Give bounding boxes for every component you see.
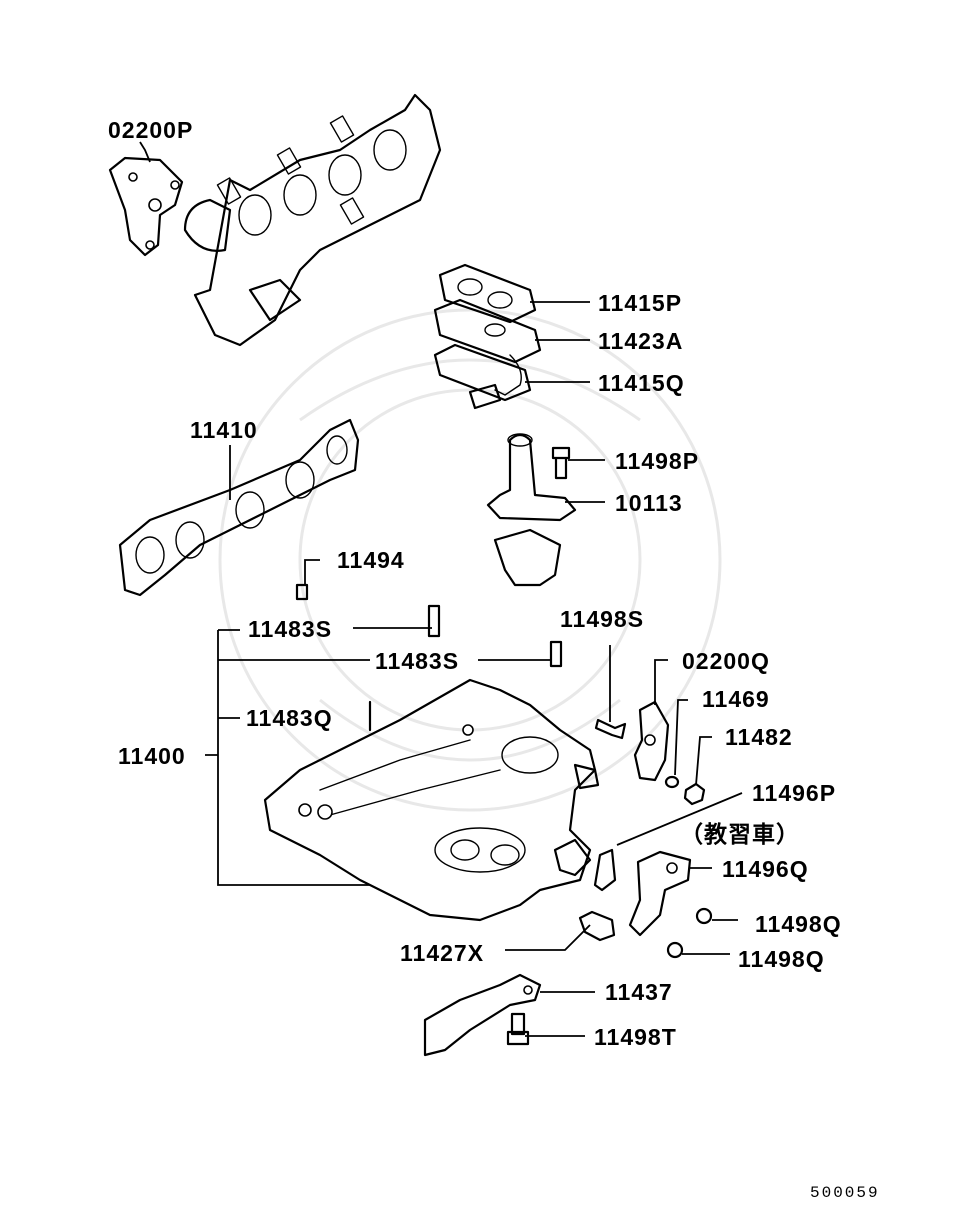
bracket-11496P-drawing: [593, 848, 617, 892]
bolt-11498S-drawing: [594, 718, 627, 740]
label-11482: 11482: [725, 724, 793, 750]
bolt-11498T-drawing: [506, 1012, 530, 1046]
label-11498T: 11498T: [594, 1024, 677, 1050]
bolt-11498Q-a-drawing: [695, 907, 713, 925]
label-11415Q: 11415Q: [598, 370, 685, 396]
gasket-stack-drawing: [433, 263, 542, 410]
label-11427X: 11427X: [400, 940, 484, 966]
label-11496Q: 11496Q: [722, 856, 809, 882]
exhaust-manifold-drawing: [183, 93, 442, 347]
label-11496P: 11496P: [752, 780, 836, 806]
washer-11469-drawing: [664, 775, 680, 789]
leader-lines: [139, 141, 743, 1037]
label-11494: 11494: [337, 547, 405, 573]
nut-11482-drawing: [683, 782, 706, 806]
label-11483Q: 11483Q: [246, 705, 333, 731]
bolt-11498P-drawing: [551, 446, 571, 480]
label-02200Q: 02200Q: [682, 648, 770, 674]
stud-11483S-a-drawing: [427, 604, 441, 638]
label-11423A: 11423A: [598, 328, 683, 354]
label-11415P: 11415P: [598, 290, 682, 316]
label-11437: 11437: [605, 979, 673, 1005]
label-11410: 11410: [190, 417, 258, 443]
label-02200P: 02200P: [108, 117, 193, 143]
sensor-11494-drawing: [295, 583, 309, 601]
fitting-11427X-drawing: [578, 910, 616, 942]
bracket-11437-drawing: [423, 973, 542, 1057]
label-11498Q-a: 11498Q: [755, 911, 842, 937]
stud-11483S-b-drawing: [549, 640, 563, 668]
label-11498S: 11498S: [560, 606, 644, 632]
bolt-11498Q-b-drawing: [666, 941, 684, 959]
thermostat-housing-drawing: [486, 433, 577, 587]
label-vehicle-note: （教習車）: [680, 821, 800, 847]
label-11498Q-b: 11498Q: [738, 946, 825, 972]
callout-labels: 02200P 11415P 11423A 11415Q 11410 11498P…: [108, 117, 880, 1202]
label-11483S-a: 11483S: [248, 616, 332, 642]
intake-gasket-11410-drawing: [118, 418, 360, 597]
bracket-11496Q-drawing: [628, 850, 692, 937]
label-10113: 10113: [615, 490, 683, 516]
bracket-02200P-drawing: [108, 156, 184, 257]
bracket-02200Q-drawing: [633, 700, 670, 782]
figure-number: 500059: [810, 1184, 880, 1202]
intake-manifold-11400-drawing: [263, 678, 600, 922]
label-11469: 11469: [702, 686, 770, 712]
label-11400: 11400: [118, 743, 186, 769]
label-11483S-b: 11483S: [375, 648, 459, 674]
label-11498P: 11498P: [615, 448, 699, 474]
